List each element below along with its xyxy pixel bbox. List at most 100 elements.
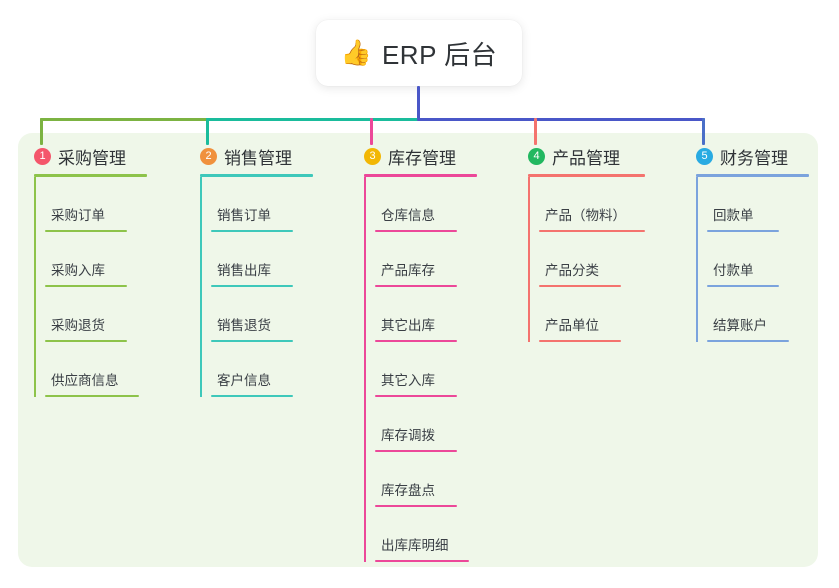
branch-item-rule — [45, 230, 127, 232]
branch-header-2[interactable]: 2 销售管理 — [200, 143, 350, 169]
branch-number-badge: 3 — [364, 147, 381, 165]
branch-item[interactable]: 回款单 — [696, 177, 826, 232]
branch-item-list: 销售订单销售出库销售退货客户信息 — [200, 177, 350, 397]
branch-item[interactable]: 产品单位 — [528, 287, 688, 342]
branch-header-rule — [528, 174, 645, 177]
branch-item-label: 销售出库 — [217, 263, 271, 278]
branch-item[interactable]: 供应商信息 — [34, 342, 184, 397]
branch-item-rule — [375, 285, 457, 287]
branch-item[interactable]: 库存调拨 — [364, 397, 514, 452]
connector-bar-segment-1 — [40, 118, 208, 121]
branch-item[interactable]: 库存盘点 — [364, 452, 514, 507]
branch-item[interactable]: 采购退货 — [34, 287, 184, 342]
branch-header-5[interactable]: 5 财务管理 — [696, 143, 826, 169]
branch-number-badge: 2 — [200, 147, 217, 165]
branch-item-label: 其它入库 — [381, 373, 435, 388]
branch-title: 销售管理 — [224, 148, 292, 168]
branch-item-list: 回款单付款单结算账户 — [696, 177, 826, 342]
branch-title: 产品管理 — [552, 148, 620, 168]
branch-item[interactable]: 销售出库 — [200, 232, 350, 287]
branch-item[interactable]: 出库库明细 — [364, 507, 514, 562]
branch-item[interactable]: 销售订单 — [200, 177, 350, 232]
branch-item-rule — [707, 340, 789, 342]
branch-item-rule — [375, 395, 457, 397]
branch-column-2: 2 销售管理销售订单销售出库销售退货客户信息 — [200, 143, 350, 397]
branch-item-rule — [211, 285, 293, 287]
branch-item[interactable]: 付款单 — [696, 232, 826, 287]
branch-number-badge: 4 — [528, 147, 545, 165]
connector-bar-segment-3 — [417, 118, 705, 121]
branch-column-1: 1 采购管理采购订单采购入库采购退货供应商信息 — [34, 143, 184, 397]
branch-item[interactable]: 结算账户 — [696, 287, 826, 342]
branch-item-list: 采购订单采购入库采购退货供应商信息 — [34, 177, 184, 397]
thumbs-up-icon: 👍 — [340, 38, 372, 67]
branch-spine — [528, 177, 530, 342]
branch-item-label: 其它出库 — [381, 318, 435, 333]
branch-column-4: 4 产品管理产品（物料） 产品分类产品单位 — [528, 143, 688, 342]
branch-item-rule — [539, 340, 621, 342]
branch-item-rule — [375, 560, 469, 562]
branch-header-rule — [364, 174, 477, 177]
branch-header-4[interactable]: 4 产品管理 — [528, 143, 688, 169]
branch-item[interactable]: 销售退货 — [200, 287, 350, 342]
branch-item-label: 出库库明细 — [381, 538, 449, 553]
branch-item[interactable]: 其它出库 — [364, 287, 514, 342]
branch-item-list: 产品（物料） 产品分类产品单位 — [528, 177, 688, 342]
branch-item-rule — [707, 230, 779, 232]
branch-item[interactable]: 仓库信息 — [364, 177, 514, 232]
branch-title: 库存管理 — [388, 148, 456, 168]
branch-item-label: 付款单 — [713, 263, 754, 278]
branch-item-label: 结算账户 — [713, 318, 767, 333]
branch-item-label: 库存盘点 — [381, 483, 435, 498]
branch-item-label: 库存调拨 — [381, 428, 435, 443]
root-node[interactable]: 👍 ERP 后台 — [316, 20, 522, 86]
branch-item[interactable]: 采购入库 — [34, 232, 184, 287]
branch-item[interactable]: 产品库存 — [364, 232, 514, 287]
branch-item-list: 仓库信息产品库存其它出库其它入库库存调拨库存盘点出库库明细 — [364, 177, 514, 562]
branch-item-label: 供应商信息 — [51, 373, 119, 388]
connector-bar-segment-2 — [206, 118, 419, 121]
branch-header-1[interactable]: 1 采购管理 — [34, 143, 184, 169]
branch-item-label: 销售订单 — [217, 208, 271, 223]
branch-item-label: 回款单 — [713, 208, 754, 223]
branch-column-5: 5 财务管理回款单付款单结算账户 — [696, 143, 826, 342]
branch-item-label: 采购入库 — [51, 263, 105, 278]
branch-item-label: 采购订单 — [51, 208, 105, 223]
branch-item-rule — [45, 340, 127, 342]
branch-item-rule — [539, 285, 621, 287]
branch-item-rule — [45, 285, 127, 287]
branch-number-badge: 5 — [696, 147, 713, 165]
branch-item[interactable]: 采购订单 — [34, 177, 184, 232]
branch-header-rule — [34, 174, 147, 177]
branch-item[interactable]: 产品分类 — [528, 232, 688, 287]
branch-drop-line-3 — [370, 118, 373, 145]
branch-item-rule — [211, 340, 293, 342]
branch-item-rule — [45, 395, 139, 397]
branch-item-label: 产品分类 — [545, 263, 599, 278]
branch-item-rule — [375, 230, 457, 232]
branch-item[interactable]: 产品（物料） — [528, 177, 688, 232]
branch-item-rule — [539, 230, 645, 232]
branch-item-label: 产品（物料） — [545, 208, 626, 223]
branch-title: 财务管理 — [720, 148, 788, 168]
branch-item-rule — [211, 230, 293, 232]
branch-title: 采购管理 — [58, 148, 126, 168]
diagram-canvas — [18, 133, 818, 567]
branch-item-label: 产品库存 — [381, 263, 435, 278]
branch-item-label: 产品单位 — [545, 318, 599, 333]
branch-item-rule — [375, 505, 457, 507]
branch-drop-line-2 — [206, 118, 209, 145]
branch-item-label: 客户信息 — [217, 373, 271, 388]
branch-spine — [200, 177, 202, 397]
branch-header-3[interactable]: 3 库存管理 — [364, 143, 514, 169]
branch-number-badge: 1 — [34, 147, 51, 165]
branch-header-rule — [200, 174, 313, 177]
branch-item-rule — [211, 395, 293, 397]
branch-spine — [364, 177, 366, 562]
branch-item[interactable]: 其它入库 — [364, 342, 514, 397]
branch-item-label: 销售退货 — [217, 318, 271, 333]
branch-spine — [34, 177, 36, 397]
branch-item[interactable]: 客户信息 — [200, 342, 350, 397]
branch-item-label: 仓库信息 — [381, 208, 435, 223]
